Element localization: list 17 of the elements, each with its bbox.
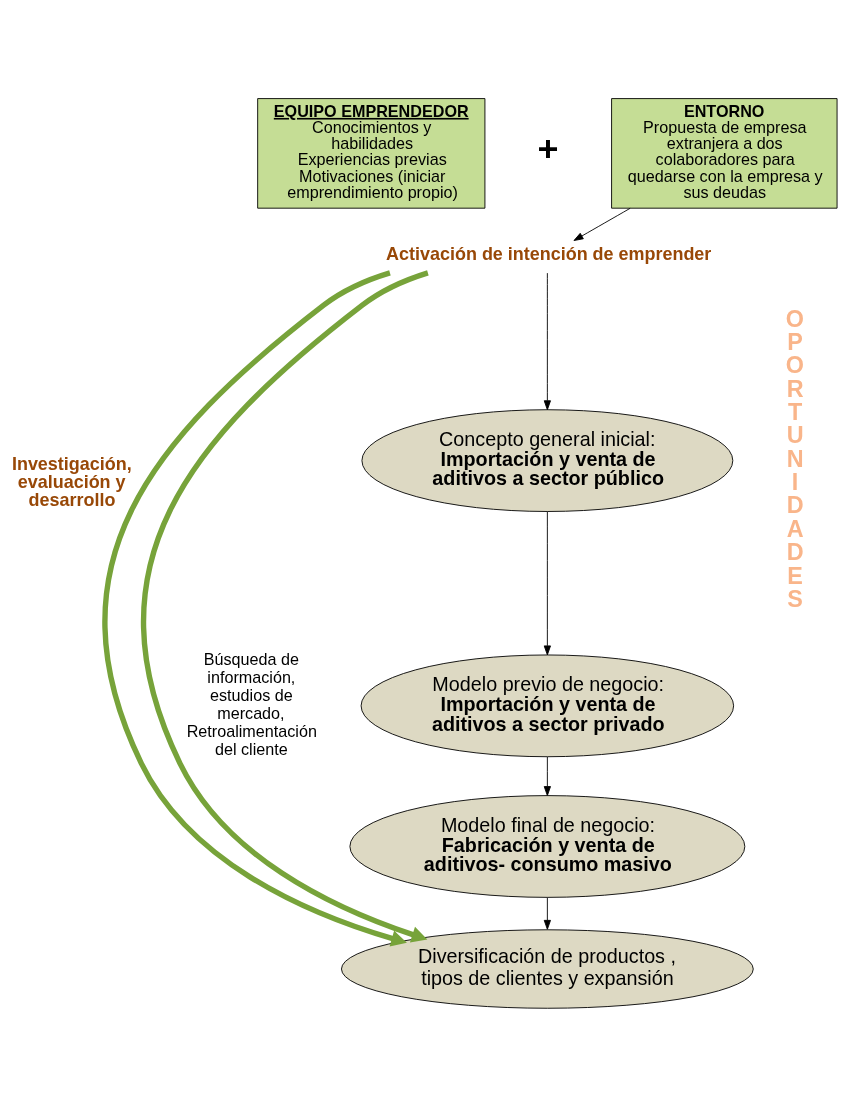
arrow	[102, 270, 407, 947]
arrow	[543, 756, 551, 796]
node-ellipse: Modelo previo de negocio: Importación y venta de aditivos a sector privado	[360, 654, 735, 758]
label: +	[537, 128, 559, 170]
node-box: EQUIPO EMPRENDEDOR Conocimientos y habilidades Experiencias previas Motivaciones (iniciar emprendimiento propio)	[257, 98, 486, 209]
label: OPORTUNIDADES	[785, 305, 805, 612]
arrow	[543, 272, 551, 411]
arrow	[543, 897, 551, 930]
label: Búsqueda de información, estudios de mercado, Retroalimentación del cliente	[186, 649, 317, 758]
node-ellipse: Concepto general inicial: Importación y venta de aditivos a sector público	[361, 409, 734, 512]
edge-label: Investigación, evaluación y desarrollo	[11, 454, 132, 510]
node-box: ENTORNO Propuesta de empresa extranjera a dos colaboradores para quedarse con la empresa y sus deudas	[611, 98, 838, 209]
node-text: Activación de intención de emprender	[386, 244, 712, 265]
arrow	[573, 207, 631, 241]
arrow	[543, 511, 551, 656]
arrow	[141, 270, 429, 943]
node-ellipse: Modelo final de negocio: Fabricación y venta de aditivos- consumo masivo	[349, 795, 746, 898]
